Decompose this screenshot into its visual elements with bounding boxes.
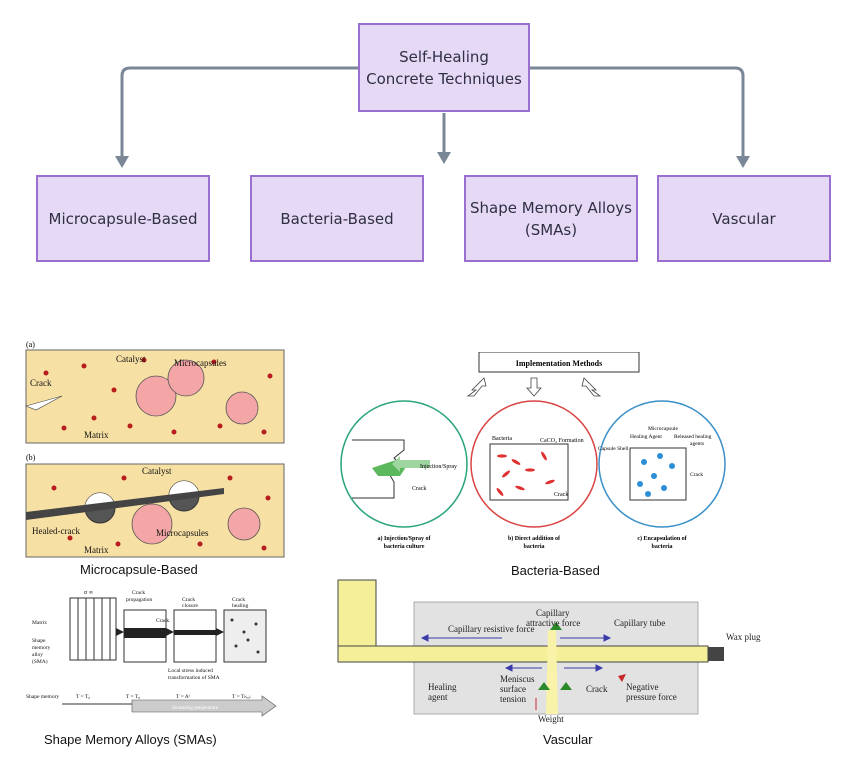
microcapsules-label: Microcapsules xyxy=(174,358,227,368)
shape-memory-label: Shape memory xyxy=(26,694,59,700)
bacteria-illustration: Implementation Methods Injection/Spray C… xyxy=(340,352,726,550)
sma-label-2: memory xyxy=(32,645,51,651)
child-node-vascular: Vascular xyxy=(657,175,831,262)
local-stress-label-1: Local stress induced xyxy=(168,668,213,674)
matrix-label: Matrix xyxy=(84,430,109,440)
crack-label: Crack xyxy=(30,378,52,388)
panel-a-label: (a) xyxy=(26,340,35,349)
meniscus-label-2: surface xyxy=(500,684,526,694)
capillary-attractive-label-1: Capillary xyxy=(536,608,570,618)
closure-label-2: closure xyxy=(182,603,198,609)
temp-label-3: T = Tₕₑₐₗ xyxy=(232,694,251,700)
temp-label-1: T = T₀ xyxy=(126,694,140,700)
root-node: Self-Healing Concrete Techniques xyxy=(358,23,530,112)
caption-microcapsule: Microcapsule-Based xyxy=(80,562,198,577)
negative-pressure-label-1: Negative xyxy=(626,682,658,692)
matrix-label-b: Matrix xyxy=(84,545,109,555)
caption-a-line1: a) Injection/Spray of xyxy=(378,535,432,542)
caption-b-line1: b) Direct addition of xyxy=(508,535,561,542)
weight-label: Weight xyxy=(538,714,564,724)
caco3-label: CaCO₃ Formation xyxy=(540,438,584,444)
crack-label-a: Crack xyxy=(412,486,426,492)
capillary-attractive-label-2: attractive force xyxy=(526,618,580,628)
propagation-label-2: propagation xyxy=(126,597,153,603)
child-node-sma: Shape Memory Alloys (SMAs) xyxy=(464,175,638,262)
matrix-label: Matrix xyxy=(32,620,47,626)
catalyst-label: Catalyst xyxy=(116,354,146,364)
child-node-label: Shape Memory Alloys (SMAs) xyxy=(470,198,632,239)
microcapsules-label-b: Microcapsules xyxy=(156,528,209,538)
caption-a-line2: bacteria culture xyxy=(384,544,425,550)
released-label: Released healing xyxy=(674,434,712,440)
healing-label-1: Crack xyxy=(232,597,245,603)
healing-agent-label-1: Healing xyxy=(428,682,457,692)
wax-plug-label: Wax plug xyxy=(726,632,761,642)
crack-label: Crack xyxy=(586,684,608,694)
caption-c-line1: c) Encapsulation of xyxy=(637,535,687,542)
capillary-resistive-label: Capillary resistive force xyxy=(448,624,534,634)
healed-crack-label: Healed-crack xyxy=(32,526,80,536)
methods-title: Implementation Methods xyxy=(516,359,602,368)
bacteria-label: Bacteria xyxy=(492,436,512,442)
crack-label-c: Crack xyxy=(690,472,703,478)
healing-label-2: healing xyxy=(232,603,248,609)
sma-label-1: Shape xyxy=(32,638,46,644)
connector-lines xyxy=(115,66,750,168)
capillary-tube-label: Capillary tube xyxy=(614,618,665,628)
sma-label-4: (SMA) xyxy=(32,658,48,665)
sigma-label: σ ∞ xyxy=(84,590,93,596)
sma-label-3: alloy xyxy=(32,652,43,658)
meniscus-label-3: tension xyxy=(500,694,526,704)
increasing-temp-label: Increasing temperature xyxy=(172,706,219,711)
child-node-label: Vascular xyxy=(712,209,776,228)
child-node-label: Bacteria-Based xyxy=(280,209,394,228)
negative-pressure-label-2: pressure force xyxy=(626,692,677,702)
propagation-label-1: Crack xyxy=(132,590,145,596)
vascular-illustration: Wax plug Capillary attractive force Capi… xyxy=(337,579,761,724)
closure-label-1: Crack xyxy=(182,597,195,603)
injection-label: Injection/Spray xyxy=(420,464,457,470)
microcapsule-label: Microcapsule xyxy=(648,426,678,432)
child-node-bacteria: Bacteria-Based xyxy=(250,175,424,262)
crack-label: Crack xyxy=(156,618,169,624)
microcapsule-illustration: (a) Catalyst Microcapsules Crack Matrix … xyxy=(25,340,285,558)
caption-b-line2: bacteria xyxy=(524,544,545,550)
caption-bacteria: Bacteria-Based xyxy=(511,563,600,578)
healing-agent-label-2: agent xyxy=(428,692,448,702)
caption-c-line2: bacteria xyxy=(652,544,673,550)
local-stress-label-2: transformation of SMA xyxy=(168,674,220,681)
child-node-microcapsule: Microcapsule-Based xyxy=(36,175,210,262)
meniscus-label-1: Meniscus xyxy=(500,674,535,684)
agents-label: agents xyxy=(690,441,704,447)
caption-sma: Shape Memory Alloys (SMAs) xyxy=(44,732,217,747)
child-node-label: Microcapsule-Based xyxy=(48,209,198,228)
root-node-label: Self-Healing Concrete Techniques xyxy=(366,47,522,88)
capsule-shell-label: Capsule Shell xyxy=(598,446,629,452)
temp-label-0: T = T₀ xyxy=(76,694,90,700)
healing-agent-label: Healing Agent xyxy=(630,434,662,440)
crack-label-b: Crack xyxy=(554,492,568,498)
catalyst-label-b: Catalyst xyxy=(142,466,172,476)
panel-b-label: (b) xyxy=(26,453,36,462)
sma-illustration: σ ∞ Matrix Shape memory alloy (SMA) Crac… xyxy=(26,590,277,717)
temp-label-2: T = Aᶠ xyxy=(176,694,191,700)
caption-vascular: Vascular xyxy=(543,732,593,747)
